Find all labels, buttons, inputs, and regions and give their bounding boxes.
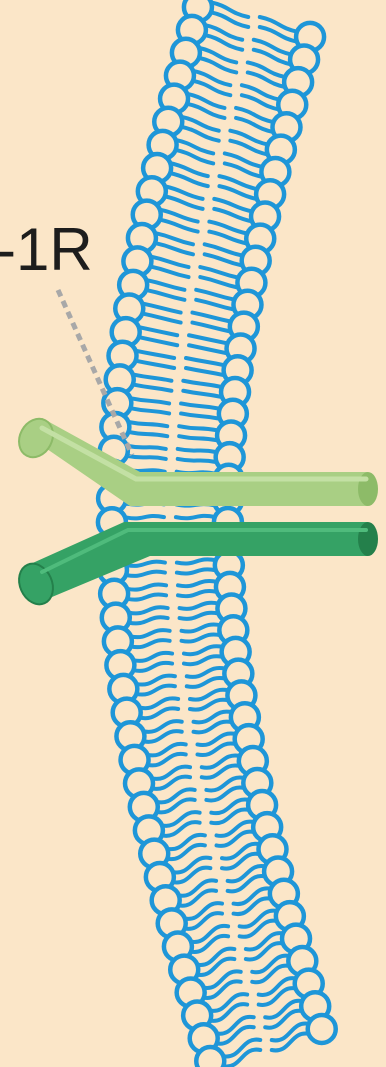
lipid-tail: [130, 398, 169, 403]
lipid-tail: [180, 613, 219, 619]
lipid-tail: [139, 327, 178, 335]
lipid-tail: [146, 290, 184, 300]
lipid-tail: [127, 594, 166, 599]
lipid-head: [196, 1047, 224, 1067]
lipid-tail: [125, 516, 164, 518]
lipid-tail: [181, 413, 220, 418]
lipid-tail: [167, 835, 205, 849]
lipid-tail: [150, 266, 188, 277]
lipid-tail: [136, 686, 175, 695]
lipid-tail: [192, 313, 231, 322]
lipid-tail: [196, 300, 234, 310]
lipid-tail: [177, 569, 216, 573]
lipid-tail: [133, 653, 172, 661]
lipid-tail: [180, 603, 219, 609]
lipid-tail: [129, 617, 168, 623]
receptor-label: -1R: [0, 220, 93, 280]
lipid-tail: [189, 335, 228, 343]
lipid-tail: [142, 313, 181, 322]
lipid-tail: [179, 426, 218, 430]
lipid-tail: [128, 432, 167, 436]
lipid-tail: [131, 630, 170, 637]
lipid-tail: [181, 403, 220, 408]
lipid-tail: [182, 634, 221, 641]
lipid-tail: [146, 280, 184, 290]
lipid-tail: [183, 391, 222, 397]
lipid-tail: [178, 591, 217, 596]
lipid-tail: [127, 584, 166, 589]
lipid-tail: [179, 436, 218, 440]
lipid-tail: [186, 358, 225, 365]
lipid-tail: [142, 303, 181, 312]
lipid-tail: [184, 646, 223, 654]
lipid-tail: [127, 446, 166, 449]
lipid-tail: [189, 345, 228, 353]
lipid-tail: [133, 374, 172, 380]
lipid-tail: [126, 572, 165, 576]
lipid-tail: [133, 384, 172, 390]
lipid-tail: [178, 449, 217, 452]
lipid-tail: [135, 351, 174, 358]
lipid-tail: [139, 337, 178, 345]
lipid-tail: [192, 323, 231, 332]
lipid-head: [308, 1015, 336, 1043]
lipid-tail: [186, 368, 225, 375]
lipid-tail: [183, 381, 222, 387]
lipid-tail: [178, 581, 217, 586]
lipid-tail: [129, 607, 168, 613]
lipid-tail: [200, 267, 238, 278]
lipid-tail: [135, 361, 174, 368]
lipid-tail: [177, 559, 216, 563]
lipid-tail: [150, 256, 188, 267]
lipid-tail: [136, 676, 175, 685]
lipid-tail: [200, 277, 238, 288]
lipid-tail: [128, 422, 167, 426]
lipid-tail: [196, 290, 234, 300]
lipid-tail: [184, 656, 223, 664]
lipid-tail: [176, 516, 215, 518]
lipid-tail: [130, 408, 169, 413]
lipid-tail: [127, 456, 166, 459]
lipid-tail: [178, 459, 217, 462]
lipid-tail: [187, 668, 226, 677]
lipid-tail: [182, 624, 221, 631]
lipid-tail: [133, 663, 172, 671]
lipid-tail: [187, 678, 226, 687]
lipid-tail: [131, 640, 170, 647]
receptor-chain-dark-icon: [13, 522, 378, 610]
